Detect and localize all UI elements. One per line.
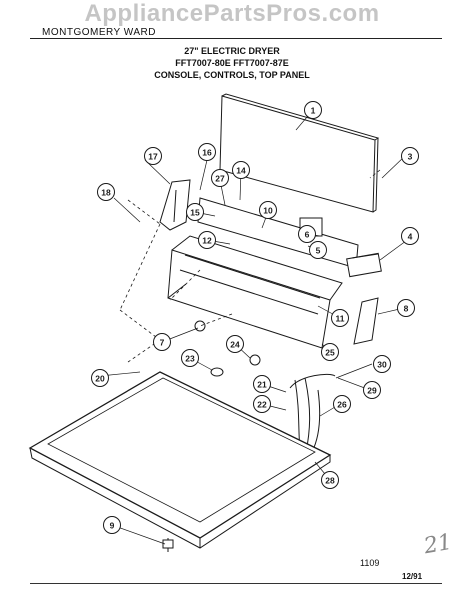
footer-rule [30, 583, 442, 584]
title-line-1: 27" ELECTRIC DRYER [184, 46, 280, 56]
callout-label-12: 12 [202, 235, 212, 245]
callout-label-23: 23 [185, 353, 195, 363]
cabinet-top [28, 371, 332, 539]
callout-circle-29 [363, 381, 381, 399]
console-bracket [197, 197, 359, 269]
callout-circle-6 [298, 225, 316, 243]
callout-label-9: 9 [110, 520, 115, 530]
callout-circle-16 [198, 143, 216, 161]
title-line-3: CONSOLE, CONTROLS, TOP PANEL [154, 70, 310, 80]
callout-circle-12 [198, 231, 216, 249]
header-rule [30, 38, 442, 39]
brand-name: MONTGOMERY WARD [42, 27, 156, 38]
callout-circle-7 [153, 333, 171, 351]
callout-label-20: 20 [95, 373, 105, 383]
callout-circle-28 [321, 471, 339, 489]
callout-label-28: 28 [325, 475, 335, 485]
callout-circle-3 [401, 147, 419, 165]
callout-label-15: 15 [190, 207, 200, 217]
callout-circle-15 [186, 203, 204, 221]
callout-label-4: 4 [408, 231, 413, 241]
callout-label-8: 8 [404, 303, 409, 313]
callout-label-27: 27 [215, 173, 225, 183]
handwritten-mark: 21 [422, 529, 454, 560]
callout-label-16: 16 [202, 147, 212, 157]
callout-label-5: 5 [316, 245, 321, 255]
callout-label-14: 14 [236, 165, 246, 175]
callout-label-30: 30 [377, 359, 387, 369]
callout-circle-8 [397, 299, 415, 317]
callout-circle-9 [103, 516, 121, 534]
callout-circle-22 [253, 395, 271, 413]
callout-label-6: 6 [305, 229, 310, 239]
callout-circle-21 [253, 375, 271, 393]
back-panel [219, 95, 376, 213]
callout-circle-11 [331, 309, 349, 327]
callout-circle-5 [309, 241, 327, 259]
callout-circle-17 [144, 147, 162, 165]
callout-circle-27 [211, 169, 229, 187]
callout-label-29: 29 [367, 385, 377, 395]
callout-circle-25 [321, 343, 339, 361]
callout-label-22: 22 [257, 399, 267, 409]
callout-circle-14 [232, 161, 250, 179]
callout-label-3: 3 [408, 151, 413, 161]
callout-label-25: 25 [325, 347, 335, 357]
callout-circle-10 [259, 201, 277, 219]
callout-circle-1 [304, 101, 322, 119]
callout-circle-26 [333, 395, 351, 413]
callout-circle-4 [401, 227, 419, 245]
callout-circle-20 [91, 369, 109, 387]
callout-label-18: 18 [101, 187, 111, 197]
callout-circle-23 [181, 349, 199, 367]
callout-balloons: 1 3 4 56 7 8 9 10 11 12 14 15 16 17 18 20 21 22 23 24 25 26 27… [91, 101, 419, 534]
console-front [167, 249, 331, 349]
callout-circle-24 [226, 335, 244, 353]
callout-label-17: 17 [148, 151, 158, 161]
callout-label-7: 7 [160, 337, 165, 347]
callout-label-26: 26 [337, 399, 347, 409]
callout-label-24: 24 [230, 339, 240, 349]
callout-circle-30 [373, 355, 391, 373]
title-line-2: FFT7007-80E FFT7007-87E [175, 58, 289, 68]
callout-label-10: 10 [263, 205, 273, 215]
right-endcap [353, 297, 379, 345]
callout-label-11: 11 [336, 313, 345, 323]
diagram-code: 1109 [360, 558, 380, 568]
revision-date: 12/91 [402, 572, 423, 581]
callout-label-1: 1 [311, 105, 316, 115]
callout-circle-18 [97, 183, 115, 201]
callout-label-21: 21 [257, 379, 267, 389]
watermark: AppliancePartsPros.com [84, 0, 380, 27]
